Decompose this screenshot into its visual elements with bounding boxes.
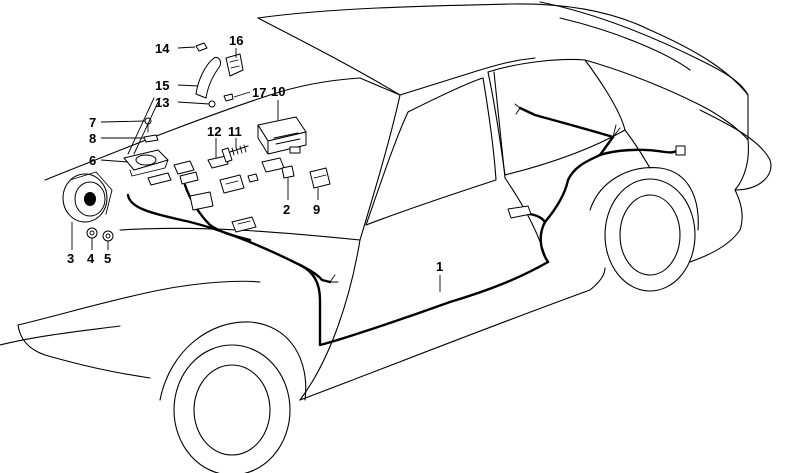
callout-7: 7 xyxy=(89,115,96,130)
callout-6: 6 xyxy=(89,153,96,168)
speaker-grille-6 xyxy=(123,149,169,177)
clip-8 xyxy=(143,134,159,143)
callout-13: 13 xyxy=(155,95,169,110)
callout-9: 9 xyxy=(313,202,320,217)
washer-5 xyxy=(102,230,114,242)
callout-2: 2 xyxy=(283,202,290,217)
callout-4: 4 xyxy=(87,251,95,266)
callout-1: 1 xyxy=(436,259,443,274)
callout-3: 3 xyxy=(67,251,74,266)
screw-7 xyxy=(144,117,152,133)
bracket-assembly xyxy=(195,42,244,108)
module-9 xyxy=(309,167,331,189)
callout-8: 8 xyxy=(89,131,96,146)
callout-12: 12 xyxy=(207,124,221,139)
car-body-outline xyxy=(0,1,772,473)
wiring-harness xyxy=(126,103,686,347)
connector-group-2 xyxy=(219,157,295,194)
bolt-11 xyxy=(229,144,249,156)
callout-15: 15 xyxy=(155,78,169,93)
callout-5: 5 xyxy=(104,251,111,266)
callout-labels: 1 2 3 4 5 6 7 8 9 10 11 12 13 14 15 16 1… xyxy=(67,33,443,274)
callout-14: 14 xyxy=(155,41,170,56)
callout-17: 17 xyxy=(252,85,266,100)
radio-unit-10 xyxy=(257,116,307,155)
harness-connectors xyxy=(147,160,257,233)
callout-10: 10 xyxy=(271,84,285,99)
callout-16: 16 xyxy=(229,33,243,48)
callout-11: 11 xyxy=(228,124,242,139)
leader-lines xyxy=(71,46,441,292)
bracket-12 xyxy=(207,147,233,169)
speaker-3 xyxy=(62,171,113,223)
nut-4 xyxy=(86,227,98,239)
